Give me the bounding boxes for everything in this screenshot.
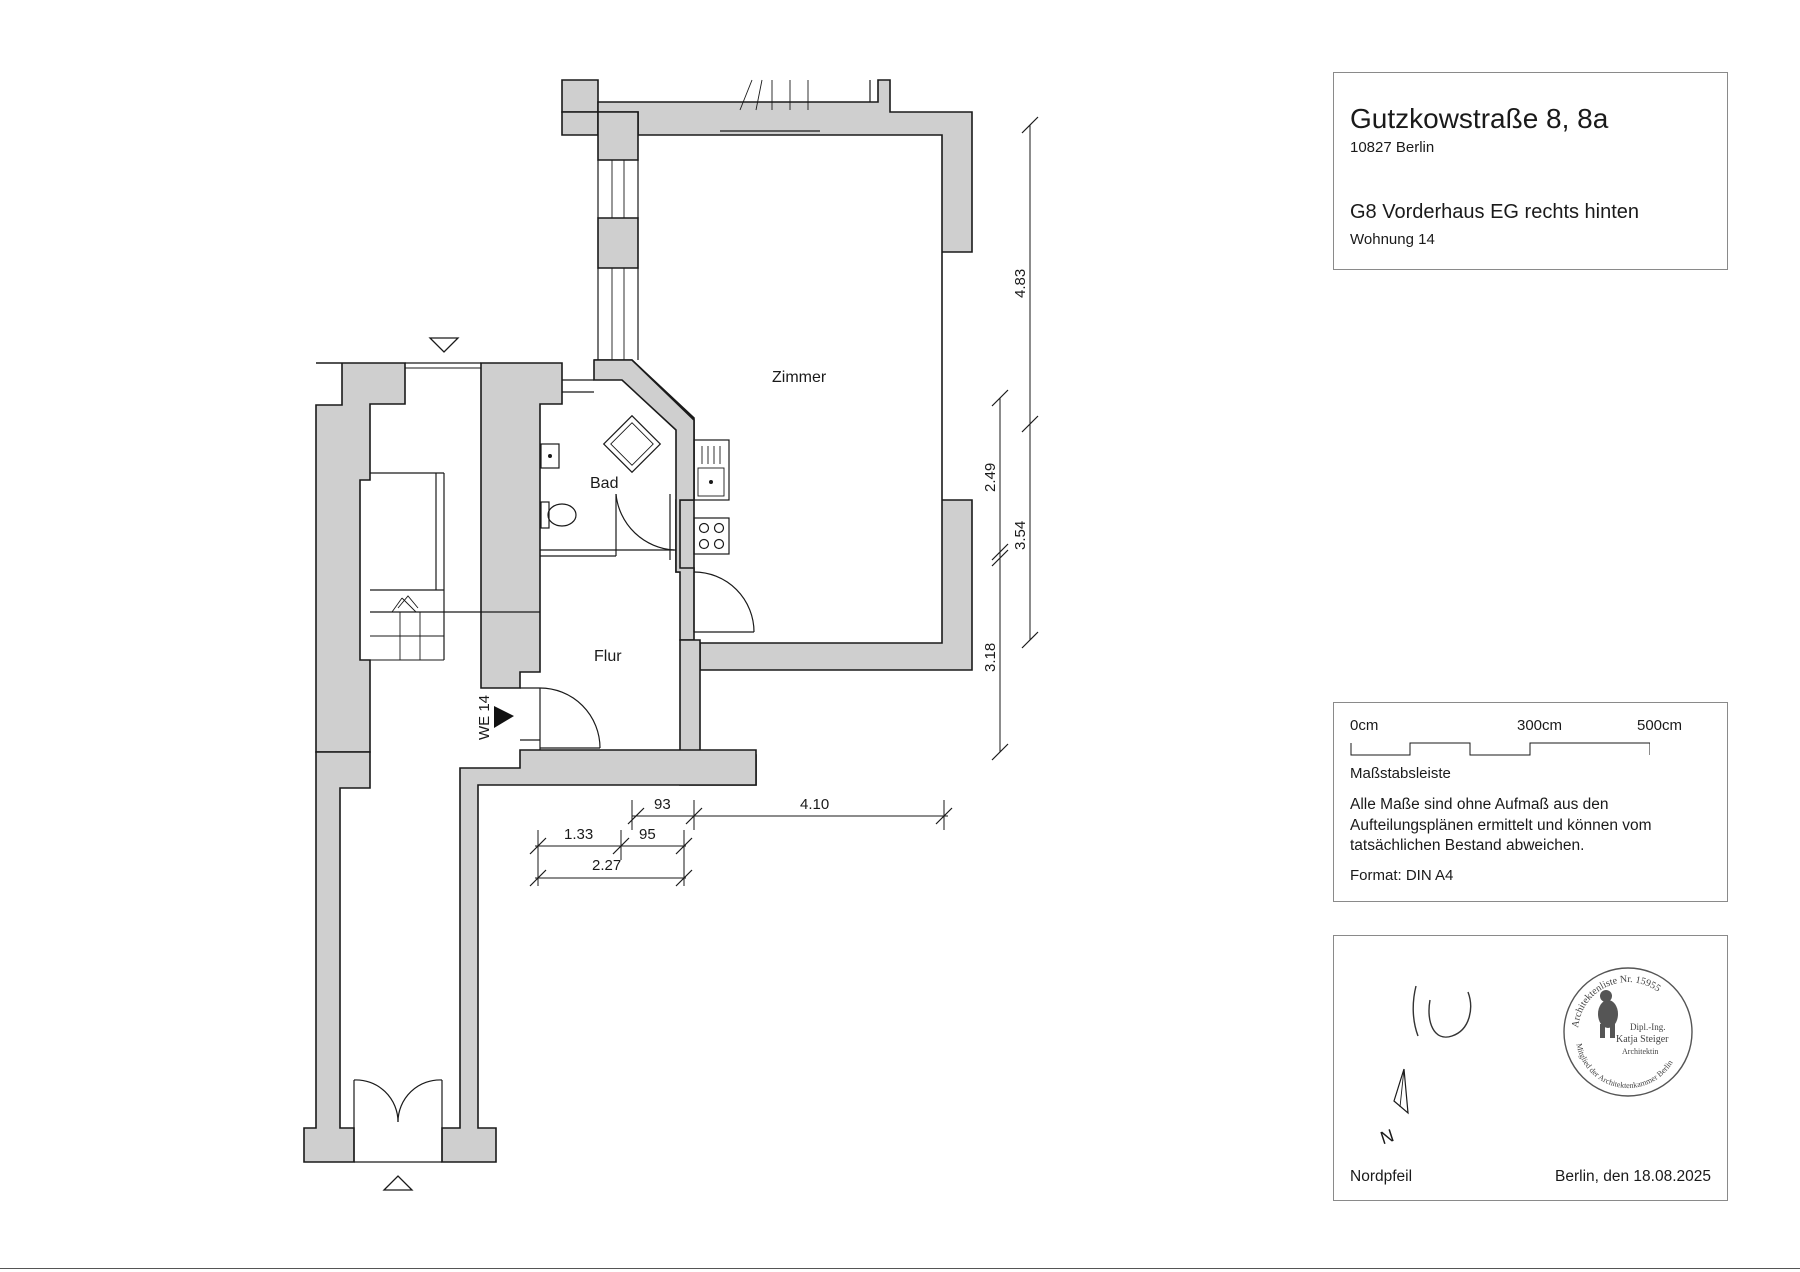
page-bottom-rule (0, 1268, 1800, 1269)
format-note: Format: DIN A4 (1350, 867, 1454, 884)
scale-label-0: 0cm (1350, 717, 1379, 734)
dimension-lines-bottom (529, 800, 953, 887)
apartment-number: Wohnung 14 (1350, 231, 1435, 248)
entrance-arrow-icon (428, 337, 460, 353)
shower-icon (602, 414, 662, 474)
entrance-label: WE 14 (476, 695, 493, 740)
upper-stair-hint (739, 79, 809, 111)
dim-right-inner-a: 2.49 (982, 463, 999, 492)
dim-bottom-227: 2.27 (592, 857, 621, 874)
dim-bottom-133: 1.33 (564, 826, 593, 843)
dim-bottom-410: 4.10 (800, 796, 829, 813)
scale-bar (1350, 742, 1650, 756)
dim-right-outer: 4.83 (1012, 269, 1029, 298)
kitchen-fixtures (693, 439, 730, 555)
north-arrow-label: Nordpfeil (1350, 1168, 1413, 1185)
date-line: Berlin, den 18.08.2025 (1555, 1168, 1711, 1185)
entrance-arrow-icon (494, 706, 514, 728)
dimension-lines-right (991, 116, 1039, 761)
staircase (370, 472, 540, 661)
unit-description: G8 Vorderhaus EG rechts hinten (1350, 201, 1640, 223)
address-street: Gutzkowstraße 8, 8a (1350, 103, 1609, 134)
north-letter: N (1378, 1125, 1397, 1148)
dim-right-inner-b: 3.54 (1012, 521, 1029, 550)
zimmer-door (693, 571, 755, 633)
dim-bottom-93: 93 (654, 796, 671, 813)
toilet-icon (540, 501, 577, 529)
walls (303, 79, 973, 1163)
address-city: 10827 Berlin (1350, 139, 1435, 156)
architect-stamp-icon: Architektenliste Nr. 15955 Mitglied der … (1563, 967, 1693, 1097)
sink-icon (540, 443, 560, 469)
disclaimer: Alle Maße sind ohne Aufmaß aus den Aufte… (1350, 796, 1652, 854)
signature-icon (1412, 985, 1472, 1038)
room-label-flur: Flur (594, 648, 622, 665)
dim-right-inner-c: 3.18 (982, 643, 999, 672)
stamp-line3: Architektin (1622, 1047, 1658, 1056)
scale-label-300: 300cm (1517, 717, 1563, 734)
dim-bottom-95: 95 (639, 826, 656, 843)
main-entrance-door (353, 1079, 443, 1163)
stamp-line2: Katja Steiger (1616, 1034, 1669, 1045)
bathroom-fixtures (540, 414, 676, 560)
room-label-bad: Bad (590, 475, 618, 492)
signature-block: N Architektenliste Nr. 15955 Mitglied de… (1333, 935, 1728, 1201)
stove-icon (693, 517, 730, 555)
room-label-zimmer: Zimmer (772, 369, 827, 386)
entrance-arrow-icon (382, 1175, 414, 1191)
apartment-entrance-door (520, 687, 601, 750)
sink-icon (693, 439, 730, 501)
north-arrow-icon: N (1378, 1068, 1409, 1148)
scale-title: Maßstabsleiste (1350, 765, 1451, 782)
stamp-line1: Dipl.-Ing. (1630, 1022, 1666, 1032)
legend-block: 0cm 300cm 500cm Maßstabsleiste Alle Maße… (1333, 702, 1728, 902)
title-block: Gutzkowstraße 8, 8a 10827 Berlin G8 Vord… (1333, 72, 1728, 270)
scale-label-500: 500cm (1637, 717, 1683, 734)
window-frames (405, 80, 871, 393)
